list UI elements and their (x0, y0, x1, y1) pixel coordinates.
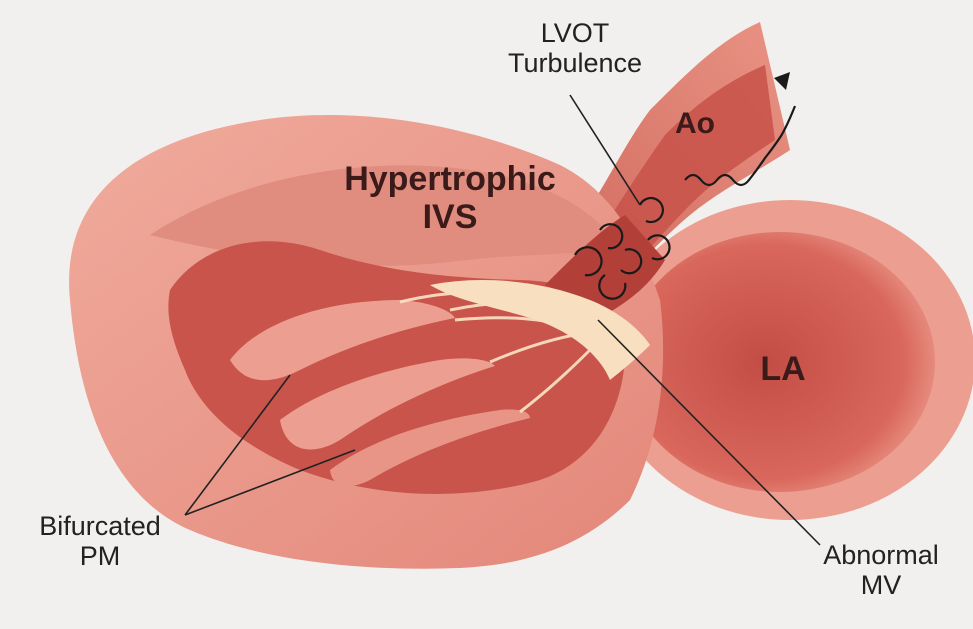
pm-label-line1: Bifurcated (10, 511, 190, 541)
lvot-label-line2: Turbulence (480, 48, 670, 78)
aorta-label: Ao (660, 107, 730, 141)
ivs-label-line2: IVS (300, 198, 600, 236)
bifurcated-pm-label: Bifurcated PM (10, 511, 190, 571)
pm-label-line2: PM (10, 541, 190, 571)
ivs-label-line1: Hypertrophic (300, 160, 600, 198)
left-atrium-label: LA (738, 350, 828, 388)
mv-label-line1: Abnormal (790, 540, 972, 570)
mv-label-line2: MV (790, 570, 972, 600)
hypertrophic-ivs-label: Hypertrophic IVS (300, 160, 600, 236)
abnormal-mv-label: Abnormal MV (790, 540, 972, 600)
lvot-label-line1: LVOT (480, 18, 670, 48)
lvot-turbulence-label: LVOT Turbulence (480, 18, 670, 78)
